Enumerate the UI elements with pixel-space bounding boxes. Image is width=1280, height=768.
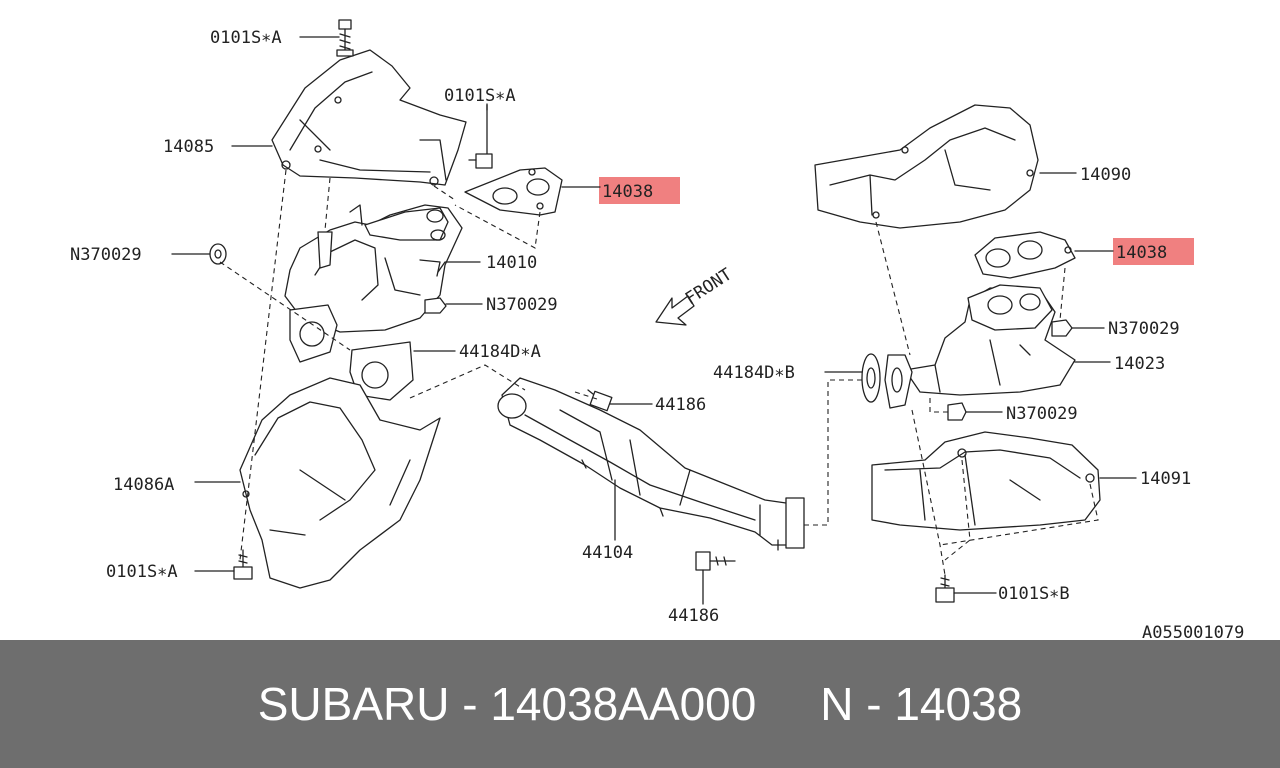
label-44104: 44104: [582, 543, 633, 563]
front-direction-arrow: FRONT: [655, 265, 736, 326]
label-n370029-right-upper: N370029: [1108, 319, 1180, 339]
part-14010-exhaust-pipe: [284, 204, 463, 333]
part-number-caption: SUBARU - 14038AA000 N - 14038: [257, 678, 1023, 730]
part-14090-upper-cover: [814, 104, 1039, 229]
label-44186-lower: 44186: [668, 606, 719, 626]
label-14091: 14091: [1140, 469, 1191, 489]
bolt-0101s-mid: [468, 104, 493, 169]
part-14085-upper-cover: [271, 49, 467, 186]
label-44184d-b: 44184D∗B: [713, 363, 795, 383]
label-0101s-a-bottom: 0101S∗A: [106, 562, 178, 582]
part-14038-gasket-left: [464, 167, 563, 216]
nut-n370029-left: [424, 297, 447, 314]
bolt-44186-lower: [695, 551, 736, 571]
label-14038-right: 14038: [1116, 243, 1167, 263]
part-14086a-lower-cover: [239, 377, 441, 589]
bolt-0101s-bottom: [233, 549, 253, 580]
part-14091-lower-cover: [871, 431, 1101, 531]
nut-n370029-upper: [209, 243, 227, 265]
label-14090: 14090: [1080, 165, 1131, 185]
nut-n370029-right-upper: [1051, 319, 1073, 337]
label-14010: 14010: [486, 253, 537, 273]
label-14085: 14085: [163, 137, 214, 157]
label-0101s-b: 0101S∗B: [998, 584, 1070, 604]
nut-n370029-right-lower: [947, 402, 967, 421]
footer-banner: SUBARU - 14038AA000 N - 14038: [0, 640, 1280, 768]
exhaust-parts-diagram: FRONT: [70, 19, 1244, 640]
diagram-code: A055001079: [1142, 623, 1244, 640]
part-44184d-gasket-b: [861, 353, 913, 409]
label-44186-upper: 44186: [655, 395, 706, 415]
label-n370029-left: N370029: [486, 295, 558, 315]
label-0101s-a-mid: 0101S∗A: [444, 86, 516, 106]
label-14038-left: 14038: [602, 182, 653, 202]
highlight-gasket-left: [599, 177, 680, 204]
alignment-lines: [219, 169, 1099, 576]
part-14038-gasket-right: [974, 231, 1076, 279]
bolt-0101s-top: [336, 19, 354, 57]
label-n370029-upper: N370029: [70, 245, 142, 265]
part-14023-exhaust-pipe: [904, 284, 1076, 396]
bolt-0101s-right: [935, 574, 955, 603]
label-0101s-a-top: 0101S∗A: [210, 28, 282, 48]
label-44184d-a: 44184D∗A: [459, 342, 541, 362]
label-n370029-right-lower: N370029: [1006, 404, 1078, 424]
part-44184d-gasket-a: [289, 304, 414, 401]
highlight-gasket-right: [1113, 238, 1194, 265]
label-14086a: 14086A: [113, 475, 174, 495]
part-44104-catalytic-pipe: [497, 377, 805, 551]
label-14023: 14023: [1114, 354, 1165, 374]
front-arrow-label: FRONT: [682, 265, 736, 310]
leader-lines: [171, 36, 1137, 605]
